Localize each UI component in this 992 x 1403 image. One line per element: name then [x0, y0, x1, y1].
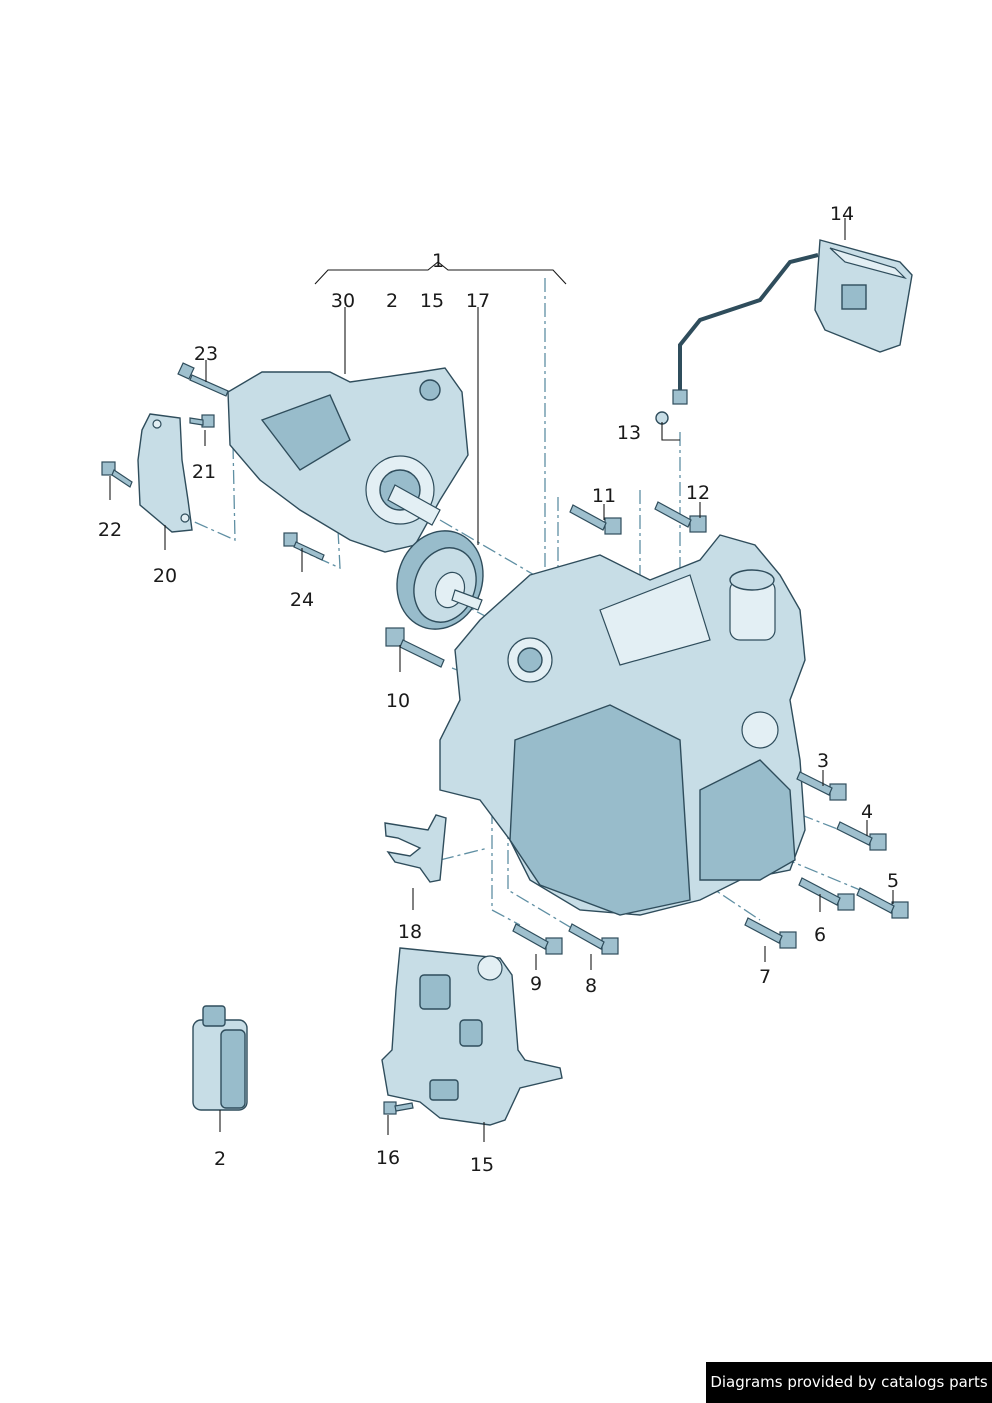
label-24: 24: [290, 589, 314, 611]
bolt-23-part: [177, 362, 229, 397]
bolt-12-part: [654, 501, 707, 533]
label-20: 20: [153, 565, 177, 587]
bolt-21-part: [189, 414, 215, 428]
gearbox-housing-part: [439, 534, 806, 916]
control-unit-part: [672, 239, 913, 405]
credit-banner: Diagrams provided by catalogs parts: [706, 1362, 992, 1403]
label-17: 17: [466, 290, 490, 312]
label-6: 6: [814, 924, 826, 946]
label-14: 14: [830, 203, 854, 225]
label-7: 7: [759, 966, 771, 988]
part-labels: 1 30 2 15 17 23 21 22 20 24 10 11 12 13 …: [98, 203, 899, 1176]
label-15-bottom: 15: [470, 1154, 494, 1176]
label-12: 12: [686, 482, 710, 504]
label-23: 23: [194, 343, 218, 365]
leader-lines: [109, 218, 894, 1142]
label-11: 11: [592, 485, 616, 507]
label-13: 13: [617, 422, 641, 444]
label-30: 30: [331, 290, 355, 312]
bolt-11-part: [569, 504, 622, 535]
bolt-5-part: [856, 887, 909, 919]
assembly-bracket: [314, 261, 567, 285]
transfer-case-part: [227, 367, 469, 553]
label-15-top: 15: [420, 290, 444, 312]
label-1: 1: [432, 250, 444, 272]
label-18: 18: [398, 921, 422, 943]
bolt-6-part: [798, 877, 855, 911]
bolt-10-part: [385, 627, 445, 668]
bolt-3-part: [796, 771, 847, 801]
mechatronic-unit-part: [381, 947, 563, 1126]
small-bracket-part: [384, 814, 447, 883]
gear-wheel-part: [396, 530, 484, 630]
label-21: 21: [192, 461, 216, 483]
bolt-8-part: [568, 923, 619, 955]
oil-bottle-part: [192, 1005, 248, 1111]
label-3: 3: [817, 750, 829, 772]
label-5: 5: [887, 870, 899, 892]
bolt-16-part: [383, 1101, 414, 1115]
label-9: 9: [530, 973, 542, 995]
label-22: 22: [98, 519, 122, 541]
support-bracket-part: [137, 413, 193, 533]
bolts: [101, 362, 909, 1115]
label-8: 8: [585, 975, 597, 997]
label-2-bottom: 2: [214, 1148, 226, 1170]
label-2-top: 2: [386, 290, 398, 312]
bolt-7-part: [744, 917, 797, 949]
label-10: 10: [386, 690, 410, 712]
bolt-9-part: [512, 923, 563, 955]
label-16: 16: [376, 1147, 400, 1169]
bolt-4-part: [836, 821, 887, 851]
bolt-24-part: [283, 532, 325, 561]
label-4: 4: [861, 801, 873, 823]
bolt-22-part: [101, 461, 133, 488]
